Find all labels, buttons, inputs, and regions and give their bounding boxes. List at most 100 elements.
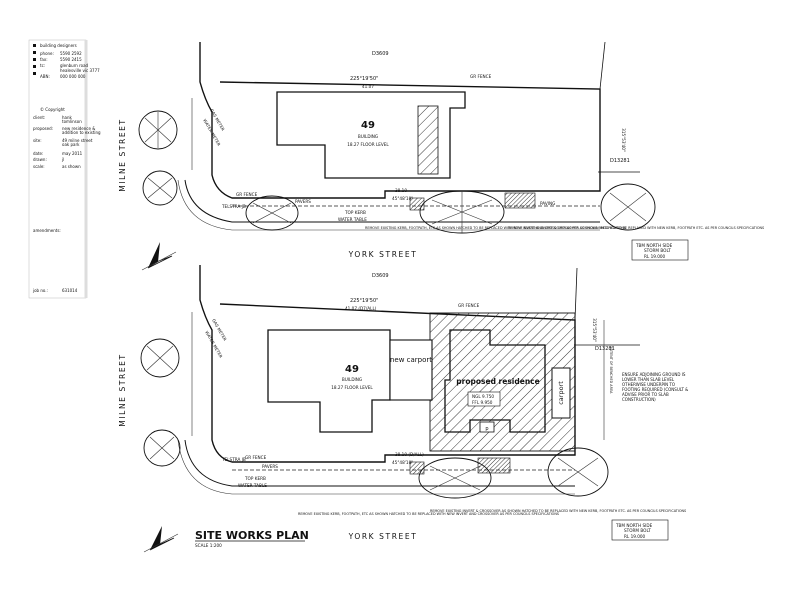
date-value: may 2011 [62, 151, 83, 156]
site-plan-existing: D3609 D13281 225°19'50" 41.07 GR FENCE 4… [118, 41, 764, 271]
address-label: tc: [40, 63, 45, 68]
porch-box [479, 421, 495, 433]
water-table-line [177, 179, 600, 231]
south-boundary-bearing: 45°48'10" [392, 460, 413, 465]
abn-label: ABN: [40, 74, 50, 79]
milne-street-label-top: MILNE STREET [118, 118, 127, 191]
existing-shed-hatched [417, 105, 439, 175]
logo-block-5 [33, 72, 36, 75]
top-boundary-bearing: 225°19'50" [350, 76, 378, 82]
lot-north-label: D3609 [372, 273, 389, 279]
kerb-removal-hatched [409, 197, 425, 211]
fence-label-south: GR FENCE [245, 455, 267, 460]
york-street-label-bottom: YORK STREET [348, 532, 418, 541]
tbm-line-1-bottom: TBM NORTH SIDE [615, 523, 653, 528]
logo-block-4 [33, 65, 36, 68]
date-label: date: [33, 151, 43, 156]
proposed-label: proposed: [33, 126, 53, 131]
existing-building [276, 91, 466, 179]
tree-canopy-4 [547, 447, 609, 497]
tbm-box-bottom [611, 519, 669, 541]
east-boundary-extension [599, 41, 606, 90]
floor-level-label: 18.27 FLOOR LEVEL [347, 142, 389, 147]
tbm-line-2-top: STORM BOLT [644, 248, 671, 253]
fence-label-south: GR FENCE [236, 192, 258, 197]
job-value: 631014 [62, 288, 78, 293]
telstra-pit-label: TELSTRA JB [221, 204, 246, 209]
client-line-2: tomlinson [62, 119, 82, 124]
north-arrow-bottom [143, 526, 179, 553]
side-carport-label: carport [557, 381, 565, 405]
top-kerb-label: TOP KERB [344, 210, 366, 215]
tree-canopy-3 [245, 195, 299, 231]
top-boundary-length: 41.07 (D7/ALL) [345, 306, 377, 311]
drawn-value: jl [61, 157, 64, 162]
pavers-label: PAVERS [295, 199, 311, 204]
floor-level-label: 18.27 FLOOR LEVEL [331, 385, 373, 390]
drawing-title: SITE WORKS PLAN [195, 529, 309, 542]
kerb-line [184, 439, 575, 487]
tree-canopy-2 [142, 170, 178, 206]
kerb-removal-hatched [409, 461, 425, 475]
building-number: 49 [345, 364, 359, 375]
top-boundary-bearing: 225°19'50" [350, 298, 378, 304]
note-crossover-removal-proposed: REMOVE EXISTING INVERT & CROSSOVER AS SH… [430, 509, 686, 513]
fence-label-north: GR FENCE [458, 303, 480, 308]
tree-canopy-1 [138, 110, 178, 150]
tbm-line-1-top: TBM NORTH SIDE [635, 243, 673, 248]
setback-note: EXTENT OF BENCHED AREA [609, 347, 613, 395]
note-kerb-removal-proposed: REMOVE EXISTING KERB, FOOTPATH, ETC AS S… [298, 512, 559, 516]
tree-canopy-2 [143, 429, 181, 467]
job-label: job no.: [32, 288, 48, 293]
logo-block-2 [33, 51, 36, 54]
lot-east-label: D13281 [610, 158, 630, 164]
address-line-2: healesville vic 3777 [60, 68, 100, 73]
phone-label: phone: [40, 51, 54, 56]
site-plan-proposed: D3609 D13281 225°19'50" 41.07 (D7/ALL) G… [118, 265, 689, 541]
proposed-line-1: new residence & [62, 126, 95, 131]
top-kerb-label: TOP KERB [244, 476, 266, 481]
side-carport-outline [551, 367, 571, 419]
lot-north-label: D3609 [372, 51, 389, 57]
new-crossover-hatched [477, 457, 511, 474]
amendments-label: amendments: [33, 228, 61, 233]
title-block: building designers phone: 5590 2592 fax:… [28, 39, 101, 299]
porch-label: p [485, 426, 488, 432]
lot-east-label: D13281 [595, 346, 615, 352]
top-boundary-length: 41.07 [362, 84, 374, 89]
south-boundary-length: 38.10 [395, 188, 407, 193]
north-arrow-top [141, 242, 177, 271]
natural-ground-level: NGL 9.750 [472, 394, 494, 399]
proposed-residence-outline [444, 329, 546, 433]
property-boundary [199, 265, 576, 463]
tbm-line-2-bottom: STORM BOLT [624, 528, 651, 533]
milne-street-label-bottom: MILNE STREET [118, 353, 127, 426]
building-label: BUILDING [342, 377, 362, 382]
east-boundary-bearing: 315°53'40" [592, 318, 597, 342]
tree-canopy-4 [419, 190, 505, 234]
existing-crossover-hatched [504, 192, 536, 209]
abn-value: 000 000 000 [60, 74, 86, 79]
levels-box [467, 391, 501, 407]
company-name: building designers [40, 43, 77, 48]
telstra-pit-label: TELSTRA JB [221, 457, 246, 462]
proposed-works-hatched-area [429, 312, 576, 452]
building-number: 49 [361, 120, 375, 131]
scale-label: scale: [33, 164, 45, 169]
finished-floor-level: FFL 9.950 [472, 400, 493, 405]
tbm-box-top [631, 239, 689, 261]
copyright-text: © Copyright [40, 107, 65, 112]
site-note: ENSURE ADJOINING GROUND IS LOWER THAN SL… [622, 372, 689, 402]
tree-canopy-5 [600, 183, 656, 231]
site-label: site: [33, 138, 42, 143]
existing-building [267, 329, 391, 433]
site-line-2: oak park [62, 142, 80, 147]
east-boundary-bearing: 315°53'40" [621, 128, 626, 152]
pavers-label: PAVERS [262, 464, 278, 469]
east-boundary-extension [574, 267, 578, 321]
new-carport-outline [389, 339, 433, 401]
york-street-label-top: YORK STREET [348, 250, 418, 259]
drawing-title-block: SITE WORKS PLAN SCALE 1:200 [143, 526, 309, 553]
tree-canopy-3 [418, 457, 492, 499]
